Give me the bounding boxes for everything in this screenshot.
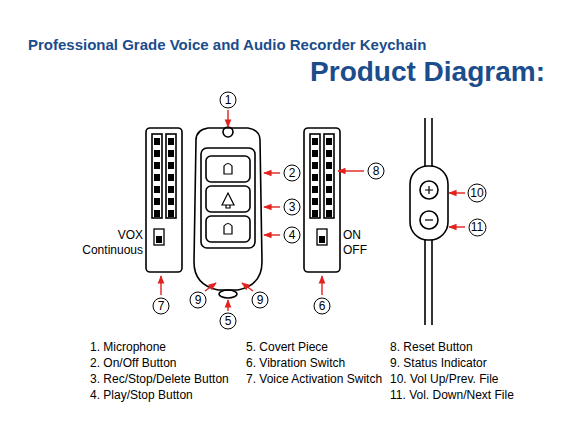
callout-number: 4: [283, 226, 301, 244]
vent-slat: [312, 210, 318, 217]
callout-circle: 11: [468, 218, 487, 237]
vent-slat: [168, 150, 174, 157]
side-view-right: [304, 128, 340, 272]
legend-item: 3. Rec/Stop/Delete Button: [90, 372, 261, 386]
vent-slat: [168, 138, 174, 145]
callout-number: 2: [283, 164, 301, 182]
vent-slat: [326, 210, 332, 217]
leader-arrow: [449, 192, 465, 193]
callout-number: 11: [468, 218, 487, 237]
callout-circle: 8: [367, 162, 385, 180]
vent-slats: [312, 138, 332, 217]
callout-circle: 6: [313, 297, 331, 315]
vent-slat: [326, 198, 332, 205]
legend-item: 1. Microphone: [90, 340, 256, 354]
switch-label: OFF: [343, 243, 367, 257]
vent-slat: [326, 186, 332, 193]
legend-item: 4. Play/Stop Button: [90, 388, 256, 402]
legend-item: 5. Covert Piece: [246, 340, 402, 354]
vent-slat: [326, 162, 332, 169]
callout-circle: 9: [189, 291, 207, 309]
vent-slat: [154, 162, 160, 169]
leader-arrow: [321, 276, 322, 295]
switch-label: Continuous: [82, 243, 143, 257]
legend-item: 2. On/Off Button: [90, 356, 256, 370]
leader-arrow: [160, 276, 161, 295]
leader-arrow: [264, 206, 280, 207]
vent-slat: [154, 174, 160, 181]
legend-item: 9. Status Indicator: [390, 356, 570, 370]
callout-circle: 1: [219, 91, 237, 109]
vent-slat: [168, 162, 174, 169]
leader-arrow: [242, 283, 253, 291]
vent-slat: [154, 198, 160, 205]
keyfob-front: [194, 127, 262, 298]
callout-circle: 7: [152, 297, 170, 315]
vent-slat: [312, 150, 318, 157]
remote-control: [410, 118, 448, 325]
callout-number: 5: [219, 312, 237, 330]
callout-number: 6: [313, 297, 331, 315]
vent-slat: [154, 210, 160, 217]
leader-arrow: [205, 283, 216, 291]
leader-arrow: [264, 234, 280, 235]
switch-label: ON: [343, 228, 361, 242]
vent-slat: [154, 150, 160, 157]
vent-slat: [326, 174, 332, 181]
vent-slat: [312, 138, 318, 145]
vent-slat: [168, 186, 174, 193]
heading: Product Diagram:: [310, 56, 545, 88]
callout-number: 10: [467, 183, 487, 203]
vent-slats: [154, 138, 174, 217]
callout-circle: 4: [283, 226, 301, 244]
vent-slat: [312, 174, 318, 181]
legend-item: 10. Vol Up/Prev. File: [390, 372, 570, 386]
callout-number: 7: [152, 297, 170, 315]
leader-arrow: [264, 172, 280, 173]
callout-circle: 3: [283, 198, 301, 216]
vent-slat: [312, 186, 318, 193]
callout-circle: 5: [219, 312, 237, 330]
legend-item: 7. Voice Activation Switch: [246, 372, 390, 386]
leader-arrows: [161, 110, 465, 311]
leader-arrow: [227, 300, 228, 311]
vent-slat: [154, 138, 160, 145]
leader-arrow: [449, 226, 465, 227]
callout-number: 3: [283, 198, 301, 216]
leader-arrow: [227, 110, 228, 127]
title: Professional Grade Voice and Audio Recor…: [28, 36, 426, 53]
leader-arrow: [338, 170, 364, 171]
legend-item: 11. Vol. Down/Next File: [390, 388, 570, 402]
callout-number: 8: [367, 162, 385, 180]
vent-slat: [312, 162, 318, 169]
vent-slat: [168, 198, 174, 205]
callout-number: 9: [251, 291, 269, 309]
callout-circle: 10: [467, 183, 487, 203]
callout-number: 9: [189, 291, 207, 309]
side-view-left: [146, 128, 182, 272]
legend-item: 6. Vibration Switch: [246, 356, 402, 370]
legend-item: 8. Reset Button: [390, 340, 570, 354]
vent-slat: [168, 174, 174, 181]
vent-slat: [326, 138, 332, 145]
vent-slat: [312, 198, 318, 205]
switch-label: VOX: [118, 228, 143, 242]
vent-slat: [326, 150, 332, 157]
callout-circle: 2: [283, 164, 301, 182]
callout-number: 1: [219, 91, 237, 109]
callout-circle: 9: [251, 291, 269, 309]
vent-slat: [168, 210, 174, 217]
vent-slat: [154, 186, 160, 193]
